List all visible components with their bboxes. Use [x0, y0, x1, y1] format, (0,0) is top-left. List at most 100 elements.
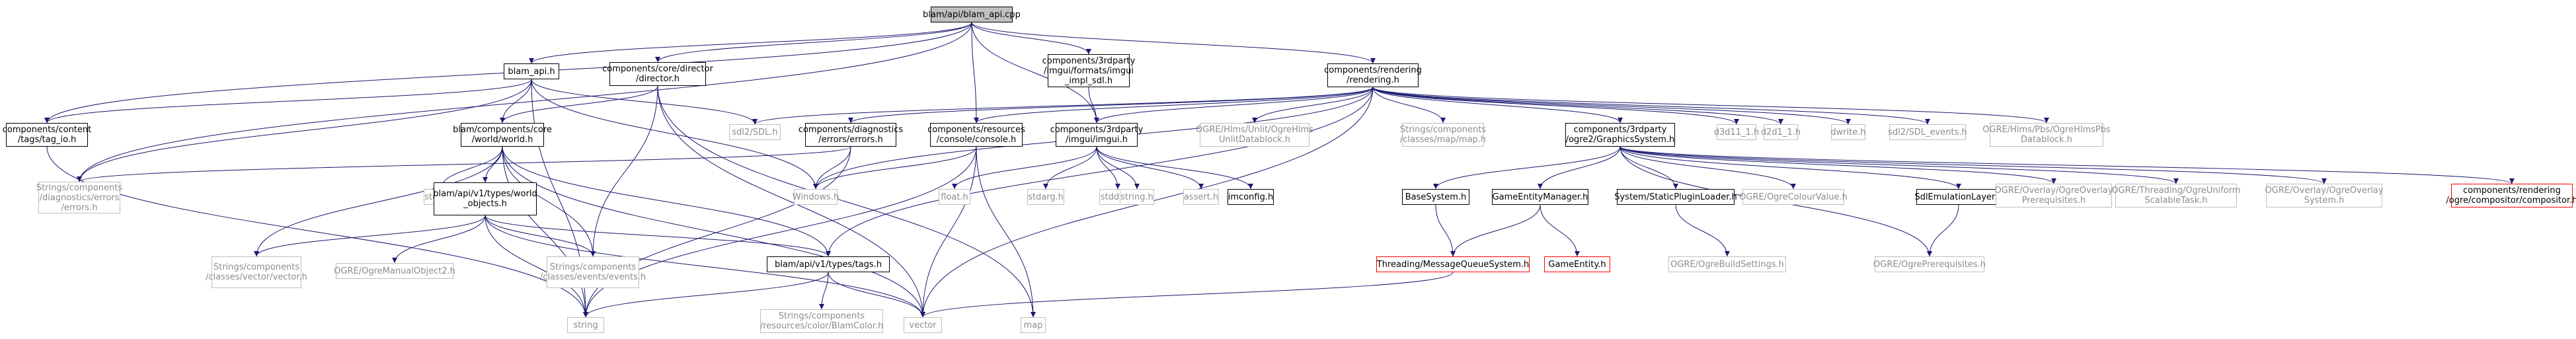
- node-label-line: /imgui/imgui.h: [1066, 135, 1128, 145]
- edge-root-to-rendering-h: [971, 22, 1376, 64]
- node-gameentity-h[interactable]: GameEntity.h: [1544, 256, 1610, 272]
- node-label-line: d2d1_1.h: [1760, 127, 1801, 137]
- edge-graphics-system-h-to-ogre-overlay-system-h: [1620, 146, 2327, 184]
- edge-imgui-h-to-stddef-h: [1096, 146, 1120, 190]
- node-ogre-manualobject-h: OGRE/OgreManualObject2.h: [334, 263, 455, 279]
- node-label-line: blam/api/v1/types/tags.h: [774, 259, 882, 270]
- node-string: string: [567, 317, 604, 333]
- node-label-line: vector: [909, 320, 937, 330]
- node-diag-errors-h[interactable]: components/diagnostics/errors/errors.h: [799, 123, 903, 147]
- node-assert-h: assert.h: [1183, 189, 1219, 205]
- node-map: map: [1021, 317, 1046, 333]
- node-dwrite-h: dwrite.h: [1830, 124, 1866, 140]
- node-label-line: OGRE/Hlms/Pbs/OgreHlmsPbs: [1982, 125, 2111, 135]
- node-label-line: /ogre2/GraphicsSystem.h: [1565, 135, 1675, 145]
- edge-blam-api-h-to-strings-errors-h: [77, 79, 532, 182]
- node-imgui-h[interactable]: components/3rdparty/imgui/imgui.h: [1050, 123, 1143, 147]
- node-label-line: Strings/components: [36, 182, 123, 193]
- node-rendering-h[interactable]: components/rendering/rendering.h: [1324, 63, 1422, 87]
- edge-diag-errors-h-to-windows-h: [813, 146, 851, 190]
- edge-graphics-system-h-to-sdlemulationlayer-h: [1620, 146, 1961, 190]
- node-label-line: float.h: [941, 192, 968, 202]
- node-ogre-colourvalue-h: OGRE/OgreColourValue.h: [1739, 189, 1848, 205]
- node-label-line: /resources/color/BlamColor.h: [760, 321, 884, 331]
- node-director-h[interactable]: components/core/director/director.h: [602, 62, 713, 86]
- edge-rendering-h-to-ogre-unlit-h: [1252, 87, 1374, 124]
- edge-diag-errors-h-to-string: [583, 146, 851, 318]
- node-label-line: GameEntity.h: [1548, 259, 1606, 270]
- edge-graphics-system-h-to-basesystem-h: [1433, 146, 1621, 190]
- edge-rendering-h-to-dwrite-h: [1372, 87, 1851, 125]
- node-gameentitymanager-h[interactable]: GameEntityManager.h: [1492, 189, 1588, 205]
- edge-rendering-h-to-diag-errors-h: [848, 87, 1374, 124]
- edge-rendering-h-to-d2d1-1-h: [1372, 87, 1783, 125]
- node-d3d11-1-h: d3d11_1.h: [1713, 124, 1760, 140]
- node-imgui-impl-sdl[interactable]: components/3rdparty/imgui/formats/imgui_…: [1042, 54, 1135, 87]
- node-graphics-system-h[interactable]: components/3rdparty/ogre2/GraphicsSystem…: [1565, 123, 1675, 147]
- node-compositor-h[interactable]: components/rendering/ogre/compositor/com…: [2446, 184, 2576, 207]
- node-console-h[interactable]: components/resources/console/console.h: [927, 123, 1025, 147]
- node-label-line: GameEntityManager.h: [1492, 192, 1588, 202]
- edge-rendering-h-to-sdl-events-h: [1372, 87, 1930, 125]
- node-threading-mqs-h[interactable]: Threading/MessageQueueSystem.h: [1376, 256, 1530, 272]
- node-label-line: OGRE/Overlay/OgreOverlay: [2265, 186, 2384, 196]
- edge-world-objects-h-to-strings-vector-h: [254, 215, 486, 257]
- node-d2d1-1-h: d2d1_1.h: [1760, 124, 1801, 140]
- node-strings-errors-h: Strings/components/diagnostics/errors/er…: [36, 182, 123, 213]
- edge-graphics-system-h-to-compositor-h: [1620, 146, 2515, 184]
- node-label-line: Strings/components: [549, 262, 637, 272]
- node-label-line: stdarg.h: [1028, 192, 1064, 202]
- edge-sdlemulationlayer-h-to-ogre-prereq-h: [1927, 204, 1959, 257]
- node-basesystem-h[interactable]: BaseSystem.h: [1402, 189, 1469, 205]
- node-label-line: blam/components/core: [453, 125, 552, 135]
- edge-director-h-to-strings-events-h: [590, 85, 658, 257]
- edge-root-to-blam-api-h: [529, 22, 972, 64]
- edge-imgui-h-to-assert-h: [1096, 146, 1204, 190]
- edge-console-h-to-map: [976, 146, 1036, 318]
- node-label-line: blam/api/v1/types/world: [433, 189, 537, 199]
- node-sdlemulationlayer-h[interactable]: SdlEmulationLayer.h: [1914, 189, 2003, 205]
- node-imconfig-h[interactable]: imconfig.h: [1228, 189, 1274, 205]
- node-blam-api-h[interactable]: blam_api.h: [504, 63, 559, 79]
- node-windows-h: Windows.h: [792, 189, 839, 205]
- edge-blam-api-h-to-sdl2-sdl-h: [531, 79, 758, 125]
- node-root[interactable]: blam/api/blam_api.cpp: [923, 7, 1021, 22]
- edge-rendering-h-to-console-h: [974, 87, 1374, 124]
- edge-root-to-strings-errors-h: [77, 22, 972, 182]
- node-label-line: imconfig.h: [1228, 192, 1274, 202]
- node-label-line: Windows.h: [792, 192, 839, 202]
- edge-director-h-to-map: [657, 85, 1036, 318]
- node-tag-io-h[interactable]: components/content/tags/tag_io.h: [3, 123, 91, 147]
- edge-blam-api-h-to-windows-h: [531, 79, 818, 190]
- edge-graphics-system-h-to-staticpluginloader-h: [1620, 146, 1678, 190]
- node-label-line: Prerequisites.h: [2021, 196, 2086, 206]
- edge-root-to-console-h: [971, 22, 979, 124]
- node-label-line: string: [573, 320, 598, 330]
- node-label-line: /errors.h: [61, 202, 98, 213]
- node-label-line: components/core/director: [602, 64, 713, 74]
- edge-console-h-to-vector: [920, 146, 977, 318]
- edge-root-to-director-h: [655, 22, 972, 63]
- node-world-h[interactable]: blam/components/core/world/world.h: [453, 123, 552, 147]
- node-label-line: OGRE/OgreBuildSettings.h: [1670, 259, 1784, 270]
- edge-rendering-h-to-d3d11-1-h: [1372, 87, 1739, 125]
- node-label-line: dwrite.h: [1830, 127, 1866, 137]
- node-world-objects-h[interactable]: blam/api/v1/types/world_objects.h: [433, 182, 537, 215]
- node-label-line: sdl2/SDL_events.h: [1888, 127, 1967, 137]
- node-float-h: float.h: [939, 189, 970, 205]
- node-staticpluginloader-h[interactable]: System/StaticPluginLoader.h: [1614, 189, 1737, 205]
- node-blamcolor-h: Strings/components/resources/color/BlamC…: [760, 309, 883, 333]
- node-label-line: d3d11_1.h: [1713, 127, 1760, 137]
- edge-tags-h-to-blamcolor-h: [819, 272, 829, 310]
- node-label-line: string.h: [1120, 192, 1153, 202]
- edge-gameentitymanager-h-to-gameentity-h: [1540, 204, 1580, 257]
- node-tags-h[interactable]: blam/api/v1/types/tags.h: [767, 256, 890, 272]
- edge-imgui-h-to-float-h: [952, 146, 1097, 190]
- edge-rendering-h-to-sdl2-sdl-h: [752, 87, 1374, 125]
- edge-rendering-h-to-strings-map-h: [1372, 87, 1446, 124]
- edge-basesystem-h-to-threading-mqs-h: [1435, 204, 1456, 257]
- node-sdl-events-h: sdl2/SDL_events.h: [1888, 124, 1967, 140]
